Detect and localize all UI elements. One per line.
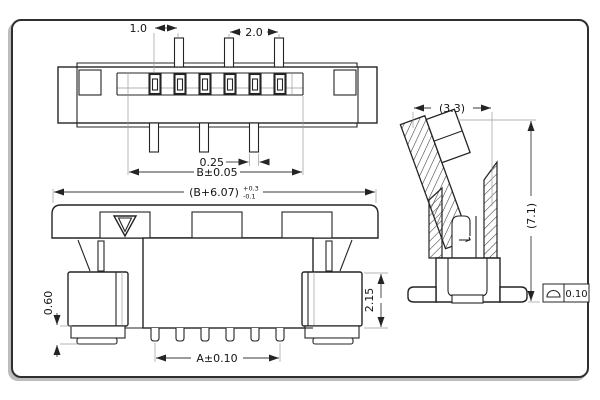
contact-slot	[148, 72, 162, 96]
leg	[175, 328, 185, 342]
pin	[173, 37, 185, 68]
tolerance-frame: 0.10	[542, 283, 590, 303]
top-view: 1.0 2.0 0.25	[52, 22, 378, 203]
dim-overall-width-lower-tol: -0.1	[243, 193, 256, 201]
dim-depth: (3.3)	[412, 102, 493, 206]
dim-contact-span: B±0.05	[127, 96, 304, 179]
front-body	[142, 237, 314, 329]
dim-pin-pitch-label: 2.0	[245, 26, 263, 39]
leg	[225, 328, 235, 342]
dim-body-height-label: 2.15	[363, 288, 376, 313]
dim-pad-height: 0.60	[42, 291, 78, 357]
pin	[223, 37, 235, 68]
dim-height-label: (7.1)	[525, 203, 538, 229]
contact-slots	[148, 72, 287, 96]
profile-of-surface-icon	[546, 289, 561, 298]
left-flange	[67, 271, 129, 327]
left-wall-hatched	[428, 186, 443, 259]
cover-tab	[191, 211, 243, 239]
side-view: (3.3) (7.1) 0.10	[399, 102, 590, 304]
pin	[248, 122, 260, 153]
dim-body-height: 2.15	[363, 272, 388, 329]
right-foot	[304, 325, 360, 339]
pin	[148, 122, 160, 153]
leg	[150, 328, 160, 342]
base-pad	[451, 294, 484, 304]
dim-tail-width-label: 0.25	[200, 156, 225, 169]
dim-overall-width: (B+6.07) +0.3 -0.1	[52, 185, 377, 203]
dim-terminal-span-label: A±0.10	[196, 352, 237, 365]
dim-height: (7.1)	[458, 119, 540, 303]
right-cap-step	[333, 69, 357, 96]
dim-tail-width: 0.25	[200, 154, 270, 169]
front-view: 0.60 2.15 A±0.10	[42, 204, 388, 365]
right-wall-hatched	[483, 160, 498, 259]
left-foot-pad	[76, 337, 118, 345]
polarity-triangle-icon	[112, 215, 138, 238]
tolerance-value-label: 0.10	[565, 289, 587, 300]
contact-slot	[223, 72, 237, 96]
right-latch-slot	[325, 240, 333, 272]
contact-terminal	[451, 215, 477, 258]
left-latch	[77, 239, 91, 272]
dim-pin-pitch: 2.0	[228, 26, 280, 39]
pin	[198, 122, 210, 153]
dim-terminal-span: A±0.10	[154, 343, 281, 365]
right-flange	[301, 271, 363, 327]
contact-slot	[248, 72, 262, 96]
lower-pins	[148, 122, 260, 153]
actuator-lever	[399, 108, 471, 250]
right-foot-pad	[312, 337, 354, 345]
dim-depth-label: (3.3)	[439, 102, 465, 115]
left-cap-step	[78, 69, 102, 96]
dim-pad-height-label: 0.60	[42, 291, 55, 316]
left-foot	[70, 325, 126, 339]
dim-pin-offset-label: 1.0	[130, 22, 148, 35]
bottom-lip	[76, 123, 358, 128]
leg	[250, 328, 260, 342]
upper-pins	[173, 37, 285, 68]
dim-contact-span-label: B±0.05	[196, 166, 237, 179]
pin	[273, 37, 285, 68]
leg	[275, 328, 285, 342]
right-base-foot	[499, 286, 528, 303]
left-latch-slot	[97, 240, 105, 272]
contact-slot	[273, 72, 287, 96]
leg	[200, 328, 210, 342]
contact-slot	[173, 72, 187, 96]
cover-tab	[281, 211, 333, 239]
right-latch	[339, 239, 353, 272]
contact-slot	[198, 72, 212, 96]
dim-overall-width-label: (B+6.07)	[189, 186, 239, 199]
top-lip	[76, 62, 358, 67]
left-base-foot	[407, 286, 437, 303]
dim-pin-offset: 1.0	[130, 22, 179, 72]
terminal-legs	[150, 328, 285, 342]
dim-overall-width-upper-tol: +0.3	[243, 185, 259, 193]
